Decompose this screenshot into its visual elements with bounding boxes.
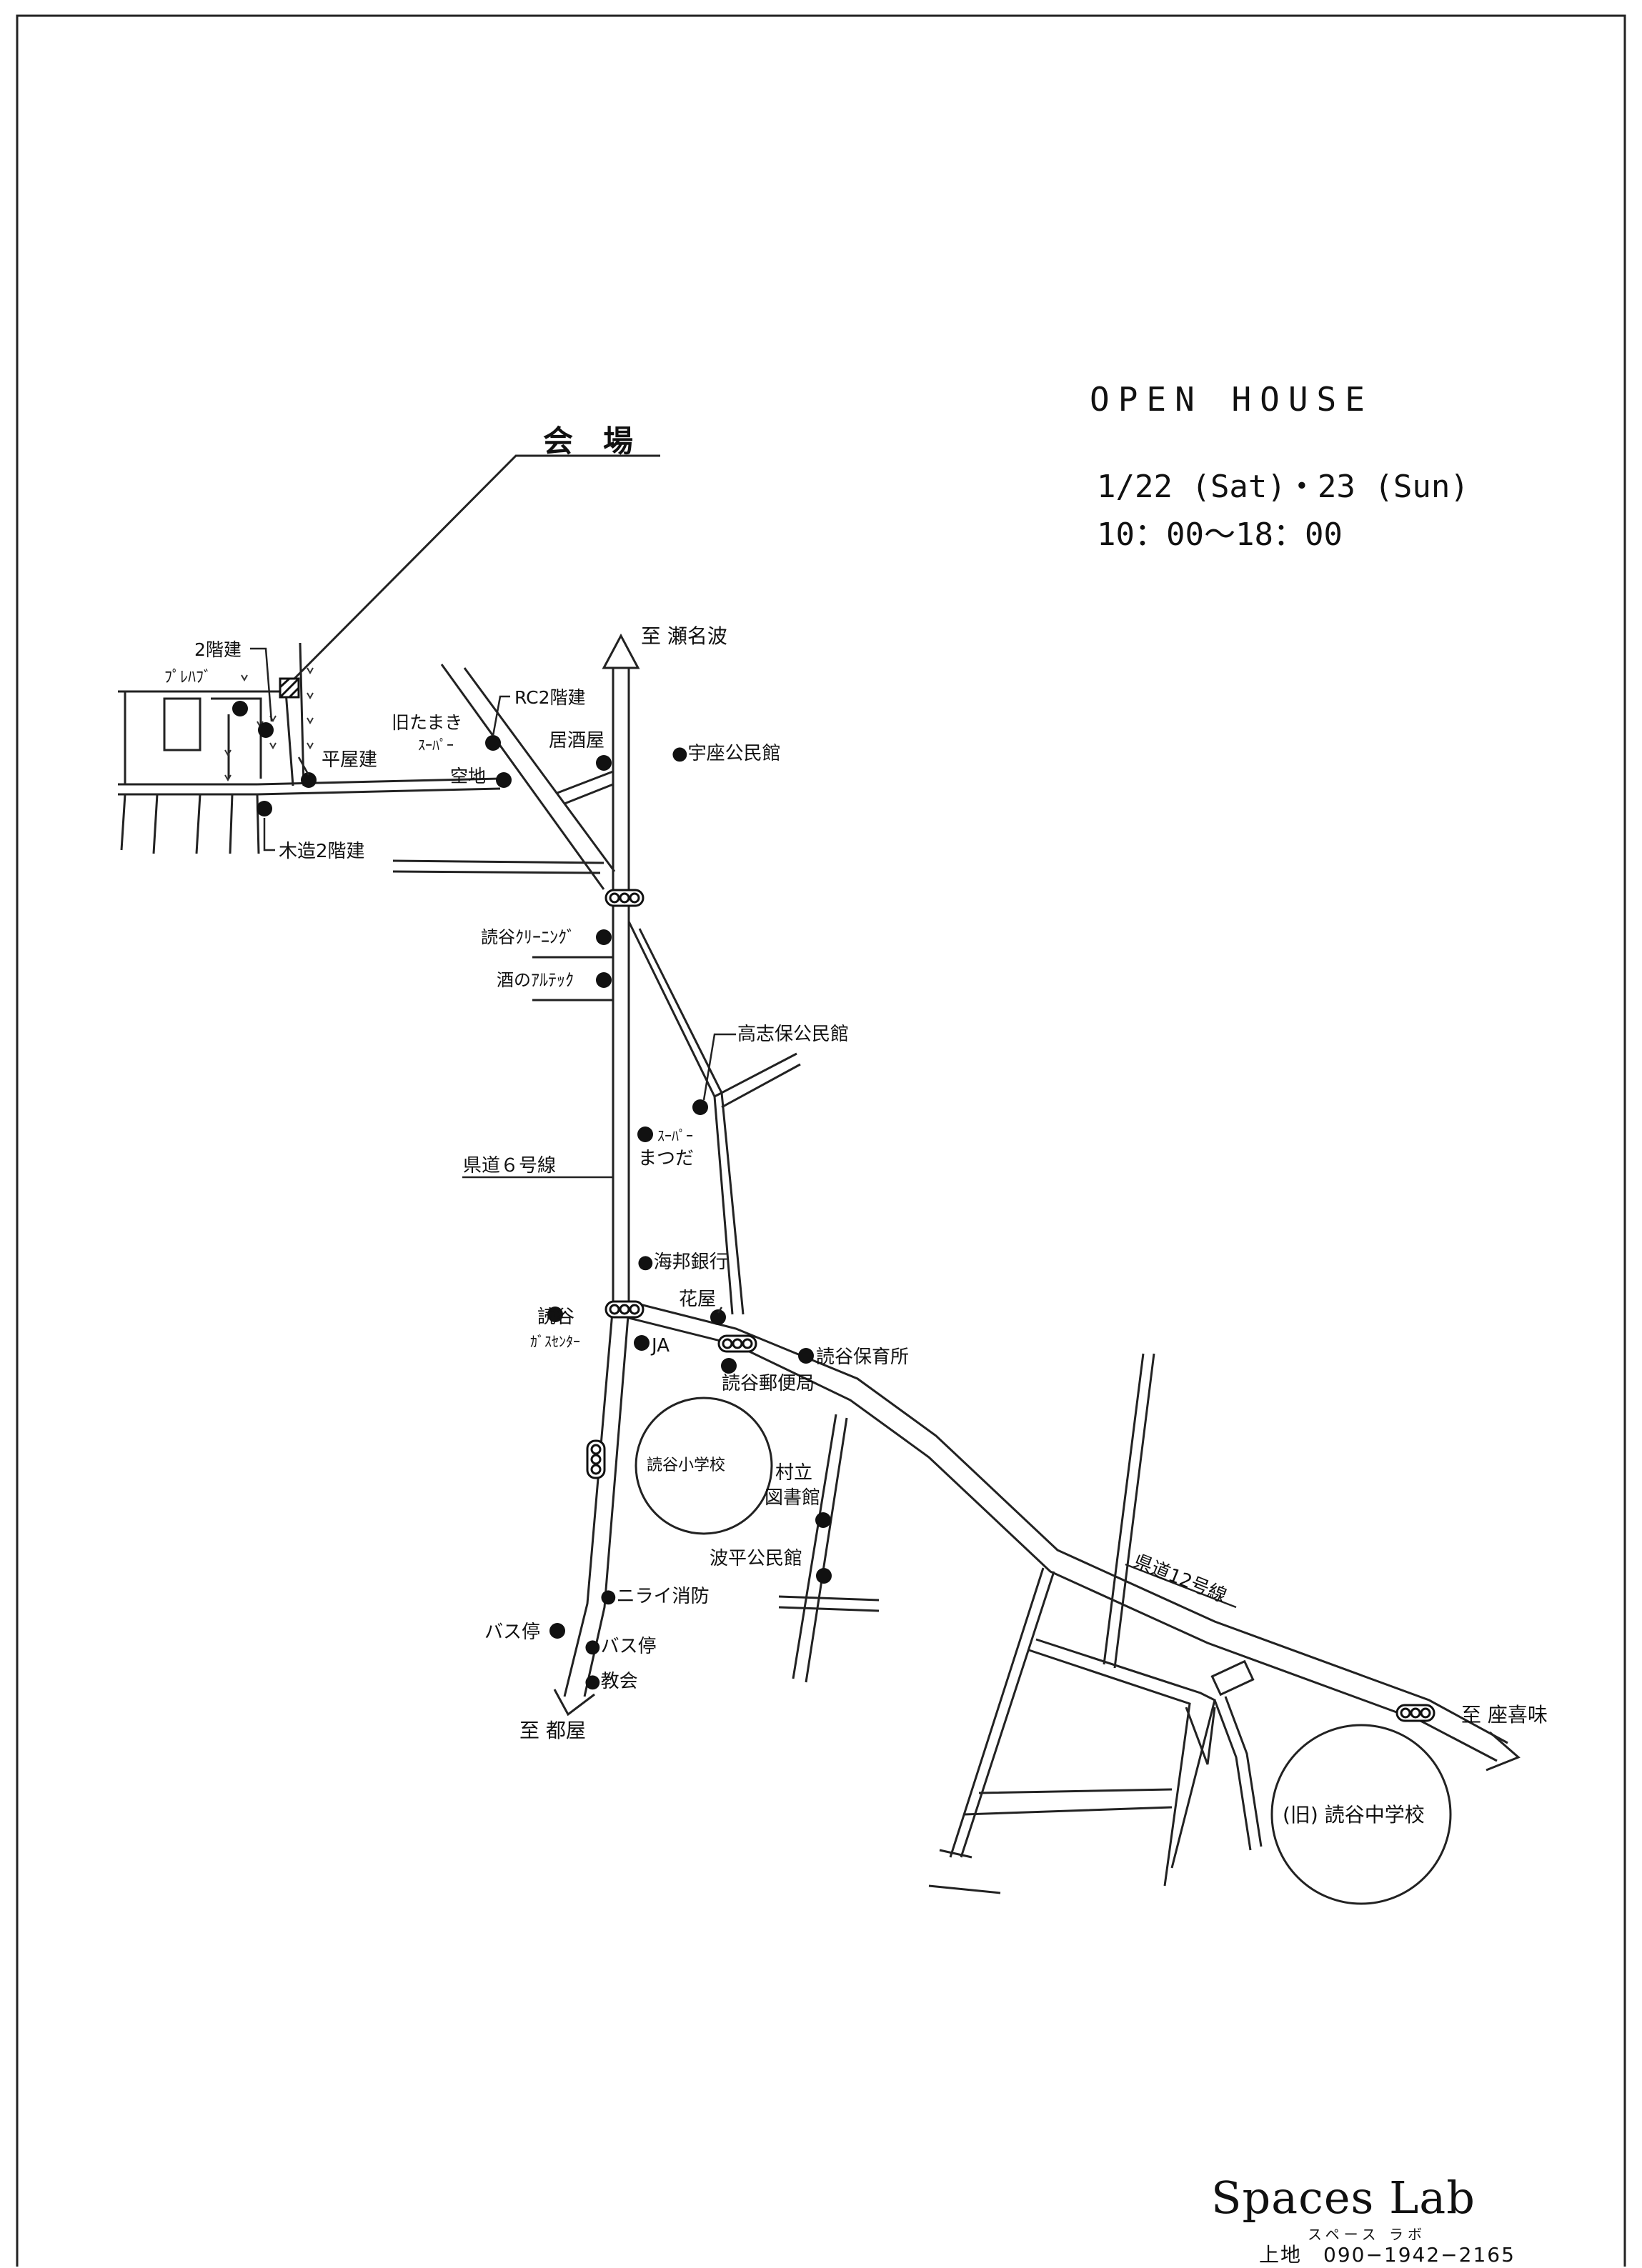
label-florist: 花屋 [679, 1289, 716, 1310]
label-elementary: 読谷小学校 [647, 1457, 725, 1474]
label-post: 読谷郵便局 [722, 1373, 815, 1394]
jh-building [1210, 1659, 1255, 1697]
page-border [16, 14, 1626, 2267]
izakaya-spur [557, 770, 614, 794]
route12-label: 県道12号線 [1130, 1551, 1229, 1607]
venue-marker[interactable] [279, 677, 300, 699]
jh-road-j [928, 1849, 1001, 1894]
route12-north-edge [628, 1300, 1508, 1744]
library-crossroad [778, 1595, 880, 1612]
label-fire: ●ニライ消防 [600, 1586, 710, 1607]
venue-label: 会 場 [543, 424, 633, 459]
east-arrow [1486, 1731, 1521, 1772]
dest-south: 至 都屋 [519, 1719, 586, 1742]
signal-school [586, 1439, 606, 1479]
north-arrow [602, 633, 640, 669]
brand-logo: Spaces Lab [1211, 2172, 1476, 2224]
diagonal-road-north [440, 664, 605, 890]
label-kaiho: ●海邦銀行 [637, 1252, 728, 1273]
event-dates: 1/22 (Sat)・23 (Sun) [1097, 469, 1469, 505]
road-network [118, 454, 1521, 1905]
label-takashiho: 高志保公民館 [737, 1024, 849, 1045]
label-wooden: 木造2階建 [279, 841, 365, 862]
label-gas-2: ｶﾞｽｾﾝﾀｰ [530, 1333, 580, 1350]
west-road-lower [392, 859, 604, 864]
signal-east [1395, 1704, 1435, 1722]
jh-road-c [960, 1571, 1055, 1858]
izakaya-spur-2 [564, 783, 614, 805]
traffic-signals [586, 889, 1435, 1722]
jh-road-f [1028, 1649, 1191, 1887]
label-vacant: 空地 [450, 766, 486, 786]
library-road-a [792, 1414, 837, 1679]
label-tamaki-1: 旧たまき [392, 712, 462, 733]
dest-east: 至 座喜味 [1461, 1703, 1548, 1727]
route12-south-edge [628, 1317, 1498, 1762]
jh-road-h [1213, 1696, 1263, 1851]
venue-leader [292, 454, 660, 681]
label-liquor: 酒のｱﾙﾃｯｸ [497, 970, 574, 990]
label-rc: RC2階建 [514, 687, 586, 708]
label-super-2: まつだ [638, 1148, 694, 1169]
label-nursery: 読谷保育所 [816, 1347, 909, 1368]
jh-road-d [949, 1567, 1045, 1858]
dest-north: 至 瀬名波 [641, 624, 727, 648]
signal-north [604, 889, 645, 907]
library-road-b [805, 1417, 848, 1683]
jh-road-b [1103, 1353, 1145, 1665]
label-uza-hall: ●宇座公民館 [672, 743, 781, 764]
event-title: OPEN HOUSE [1090, 380, 1373, 419]
jh-road-e [1035, 1638, 1216, 1869]
jh-road-a [1113, 1353, 1155, 1669]
label-tamaki-2: ｽｰﾊﾟｰ [418, 736, 454, 754]
label-library-1: 村立 [775, 1462, 812, 1484]
label-super-1: ｽｰﾊﾟｰ [657, 1127, 693, 1144]
jh-road-g [964, 1788, 1173, 1816]
junior-high-circle [1270, 1724, 1452, 1905]
label-izakaya: 居酒屋 [549, 730, 604, 751]
south-arrow [553, 1689, 595, 1717]
venue-block-grid [118, 642, 305, 854]
label-two-story: 2階建 [194, 639, 242, 660]
diagonal-road-north-2 [463, 667, 616, 872]
label-one-story: 平屋建 [322, 749, 377, 771]
map-labels: 会 場 至 瀬名波 至 都屋 至 座喜味 県道６号線 県道12号線 2階建 ﾌﾟ… [164, 424, 1548, 1827]
west-road-lower-2 [392, 870, 601, 874]
label-library-2: 図書館 [765, 1487, 820, 1509]
label-hanza: 波平公民館 [710, 1548, 802, 1569]
label-ja: JA [650, 1335, 670, 1357]
road-takashiho-branch [714, 1052, 797, 1098]
road-takashiho-branch-2 [721, 1063, 801, 1109]
route6-label: 県道６号線 [463, 1155, 556, 1177]
label-junior-high: (旧) 読谷中学校 [1283, 1803, 1425, 1827]
label-bus-left: バス停 [484, 1622, 540, 1643]
label-cleaning: 読谷ｸﾘｰﾆﾝｸﾞ [481, 927, 575, 947]
signal-gas [604, 1300, 645, 1319]
brand-kana: スペース ラボ [1308, 2226, 1426, 2243]
event-hours: 10：00〜18：00 [1097, 516, 1343, 553]
jh-road-i [1185, 1707, 1216, 1765]
signal-post [717, 1334, 757, 1353]
tree-marks [224, 667, 314, 782]
leader-lines [250, 647, 1237, 1609]
west-road-south-edge [257, 787, 501, 796]
label-bus-right: ●バス停 [584, 1636, 657, 1657]
elementary-school-circle [635, 1397, 773, 1535]
contact-phone: 上地 090−1942−2165 [1259, 2243, 1516, 2267]
west-road-north-edge [257, 777, 501, 786]
landmark-dots [232, 701, 832, 1639]
label-prefab: ﾌﾟﾚﾊﾌﾞ [164, 669, 212, 686]
route6-east-edge [583, 668, 630, 1697]
label-gas-1: 読谷 [537, 1307, 574, 1328]
label-church: ●教会 [584, 1671, 638, 1692]
route6-west-edge [563, 668, 614, 1697]
